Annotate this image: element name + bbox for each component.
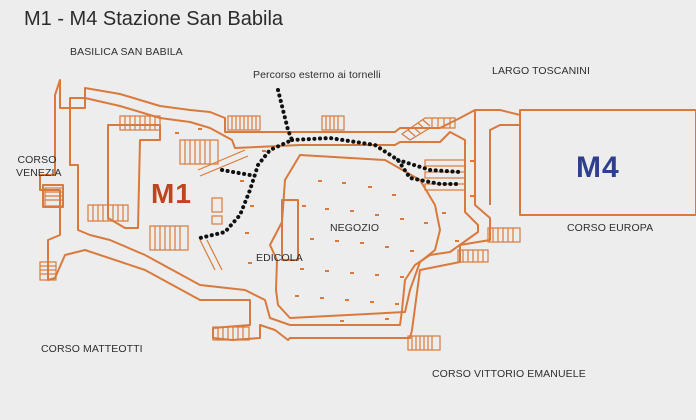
pillar: [310, 238, 314, 240]
pillar: [360, 242, 364, 244]
m1-line-badge: M1: [151, 178, 192, 209]
pillar: [318, 180, 322, 182]
pillars: [175, 128, 474, 322]
m4-line-badge: M4: [576, 151, 620, 184]
pillar: [250, 205, 254, 207]
label-corso-europa: CORSO EUROPA: [567, 222, 654, 234]
stair-top-center: [227, 115, 261, 131]
edicola-block: [281, 199, 299, 261]
pillar: [385, 318, 389, 320]
pillar: [410, 250, 414, 252]
pillar: [340, 320, 344, 322]
pillar: [320, 297, 324, 299]
pillar: [370, 301, 374, 303]
pillar: [175, 132, 179, 134]
pillar: [350, 210, 354, 212]
label-corso-venezia-line2: VENEZIA: [16, 167, 62, 179]
m4-block: [519, 109, 696, 216]
stair-left-bottom: [39, 261, 57, 281]
pillar: [470, 195, 474, 197]
pillar: [400, 218, 404, 220]
stair-right-m4: [487, 227, 521, 243]
stair-bottom-left: [212, 326, 250, 341]
pillar: [335, 240, 339, 242]
stair-left-venezia: [44, 187, 64, 207]
corridor-largo: [475, 109, 521, 205]
pillar: [400, 276, 404, 278]
station-inner-wall: [69, 97, 479, 326]
pillar: [300, 268, 304, 270]
pillar: [455, 240, 459, 242]
stair-m1-top: [119, 115, 161, 131]
page-title: M1 - M4 Stazione San Babila: [24, 8, 284, 30]
label-corso-vittorio-emanuele: CORSO VITTORIO EMANUELE: [432, 368, 586, 380]
pillar: [248, 262, 252, 264]
station-outer-wall: [39, 79, 491, 341]
label-largo-toscanini: LARGO TOSCANINI: [492, 65, 590, 77]
pillar: [375, 274, 379, 276]
pillar: [240, 180, 244, 182]
label-basilica-san-babila: BASILICA SAN BABILA: [70, 46, 183, 58]
pillar: [245, 232, 249, 234]
pillar: [395, 303, 399, 305]
pillar: [385, 246, 389, 248]
pillar: [392, 194, 396, 196]
label-negozio: NEGOZIO: [330, 222, 380, 234]
stair-m1-inner-top: [179, 139, 219, 165]
turnstiles-m1: [197, 149, 249, 271]
m1-platform-block: [107, 124, 161, 229]
pillar: [345, 299, 349, 301]
pillar: [325, 270, 329, 272]
pillar: [262, 150, 266, 152]
pillar: [198, 128, 202, 130]
pillar: [342, 182, 346, 184]
stair-bottom-right: [407, 335, 441, 351]
label-edicola: EDICOLA: [256, 252, 303, 264]
external-path-m1-stub: [220, 168, 252, 177]
external-path-turnstile: [396, 158, 462, 174]
pillar: [368, 186, 372, 188]
stair-m1-bottom-left: [87, 204, 129, 222]
pillar: [325, 208, 329, 210]
external-path-route: [198, 88, 295, 240]
pillar: [470, 160, 474, 162]
label-corso-venezia-line1: CORSO: [17, 154, 57, 166]
pillar: [350, 272, 354, 274]
stair-top-right: [400, 117, 456, 141]
pillar: [424, 222, 428, 224]
pillar: [442, 212, 446, 214]
pillar: [375, 214, 379, 216]
label-percorso-esterno: Percorso esterno ai tornelli: [253, 69, 381, 81]
pillar: [295, 295, 299, 297]
negozio-block: [269, 154, 441, 319]
pillar: [302, 205, 306, 207]
label-corso-matteotti: CORSO MATTEOTTI: [41, 343, 143, 355]
stair-right-low: [457, 249, 489, 263]
stair-top-mid: [321, 115, 345, 131]
stair-m1-inner-bottom: [149, 225, 189, 251]
label-corso-venezia: CORSO VENEZIA: [16, 154, 62, 180]
